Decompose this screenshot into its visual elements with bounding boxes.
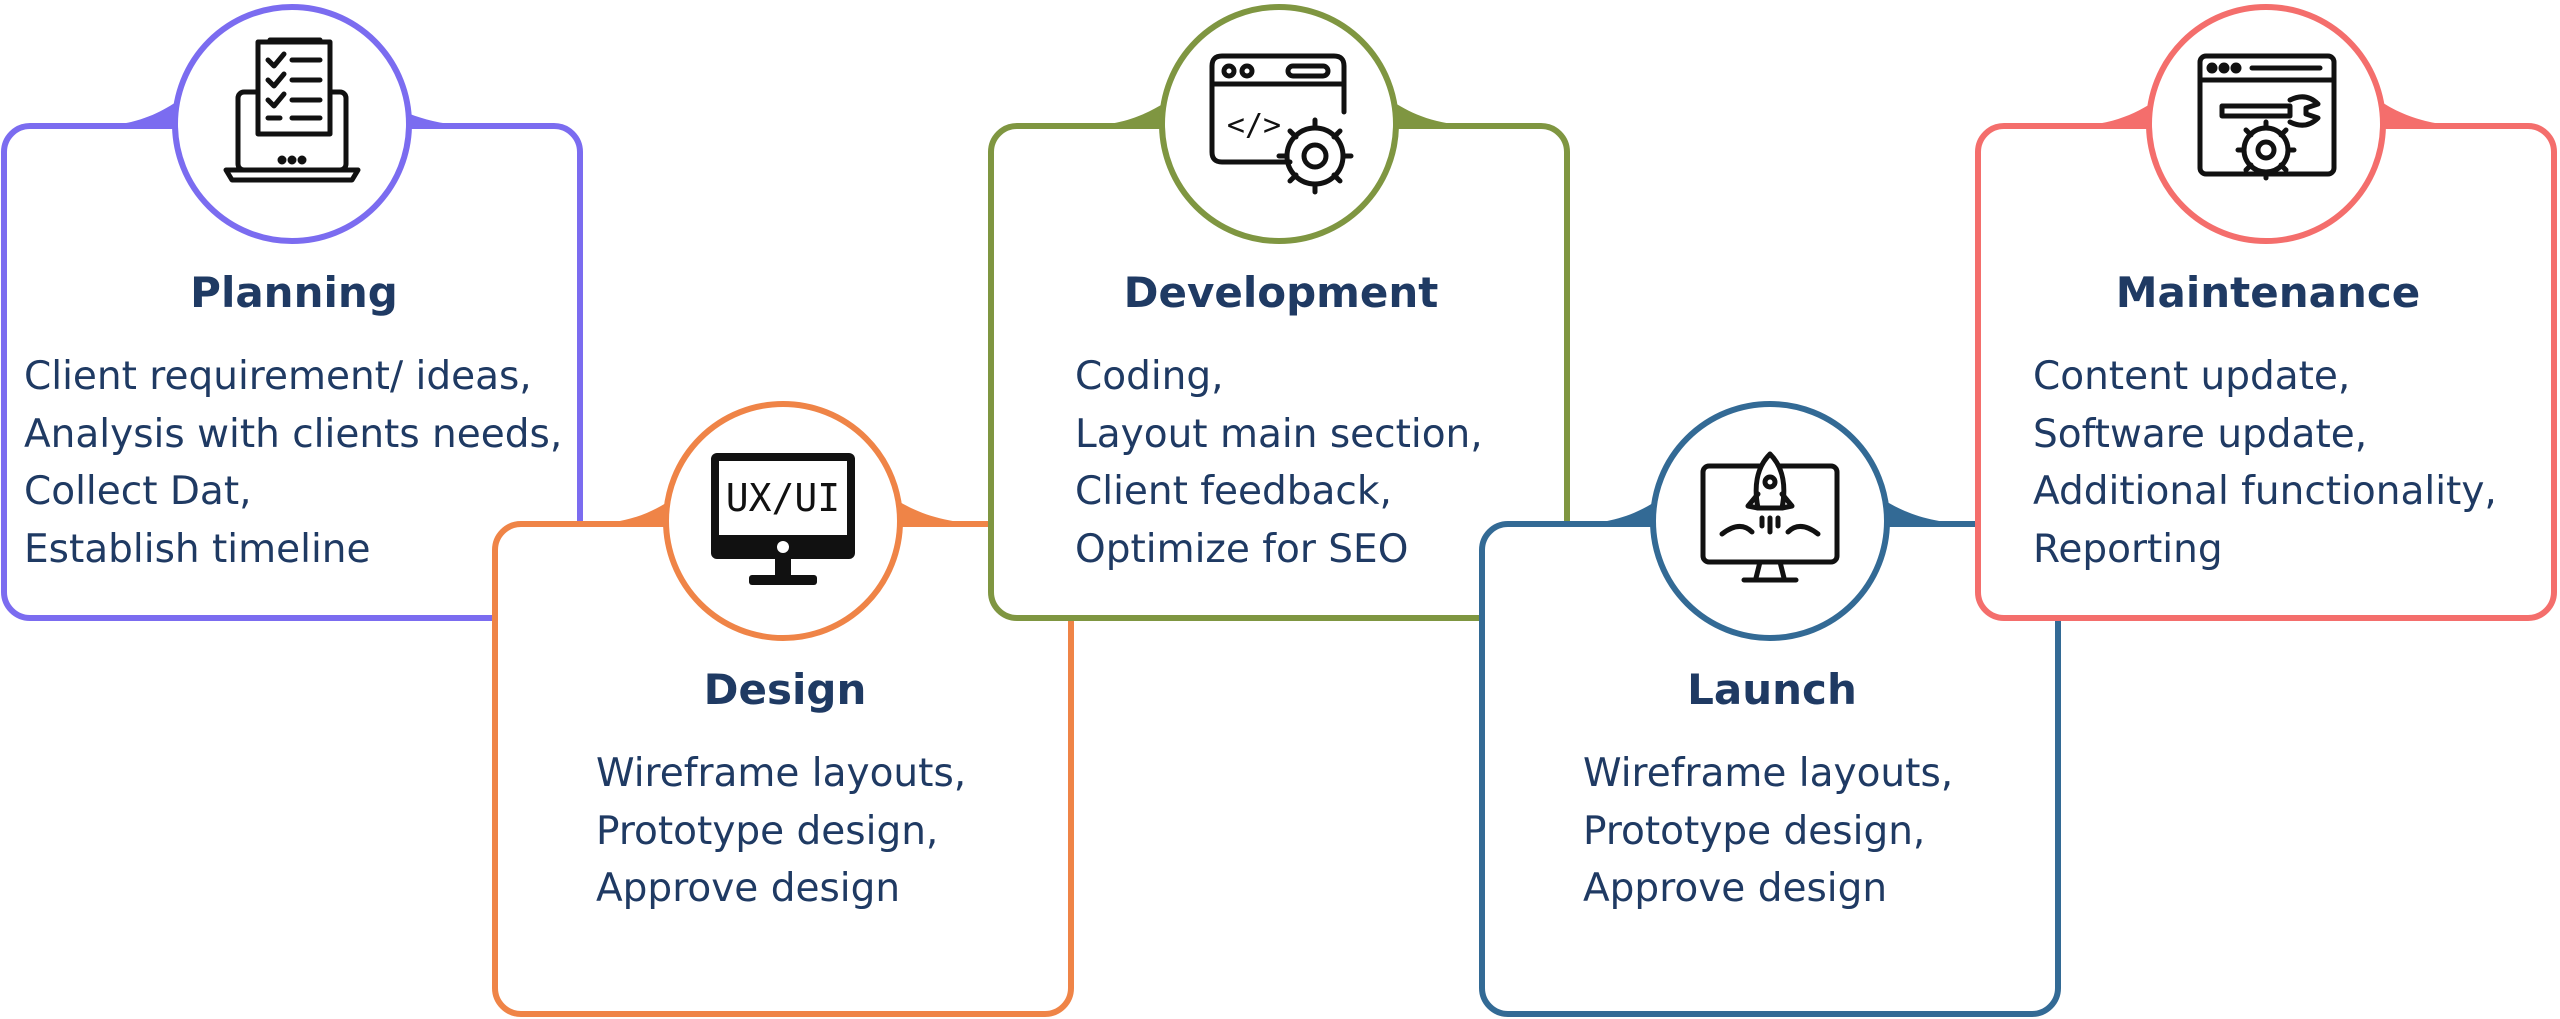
development-title: Development: [1123, 268, 1439, 317]
planning-title: Planning: [190, 268, 398, 317]
design-line: Wireframe layouts,: [596, 751, 967, 796]
development-line: Layout main section,: [1075, 411, 1483, 457]
code-label: </>: [1227, 108, 1281, 143]
rocket-monitor-icon: [1700, 451, 1840, 583]
launch-title: Launch: [1687, 665, 1857, 714]
design-details: Wireframe layouts, Prototype design, App…: [596, 745, 966, 918]
maintenance-details: Content update, Software update, Additio…: [2033, 348, 2497, 578]
ux-ui-monitor-icon: UX/UI: [711, 453, 855, 585]
design-line: Approve design: [596, 866, 901, 911]
code-window-gear-icon: </>: [1209, 53, 1354, 195]
checklist-laptop-icon: [223, 37, 361, 183]
launch-line: Prototype design,: [1583, 808, 1926, 854]
launch-line: Approve design: [1583, 866, 1888, 911]
planning-line: Collect Dat,: [24, 469, 252, 514]
maintenance-line: Reporting: [2033, 526, 2223, 572]
ux-ui-label: UX/UI: [726, 476, 840, 520]
maintenance-title: Maintenance: [2115, 268, 2421, 317]
browser-wrench-gear-icon: [2197, 53, 2337, 181]
development-line: Coding,: [1075, 354, 1224, 399]
design-title: Design: [703, 665, 867, 714]
development-line: Client feedback,: [1075, 469, 1392, 514]
maintenance-line: Content update,: [2033, 354, 2351, 399]
planning-line: Client requirement/ ideas,: [24, 354, 532, 399]
planning-details: Client requirement/ ideas, Analysis with…: [24, 348, 562, 578]
development-line: Optimize for SEO: [1075, 526, 1409, 572]
planning-line: Analysis with clients needs,: [24, 411, 563, 457]
design-line: Prototype design,: [596, 808, 939, 854]
maintenance-line: Additional functionality,: [2033, 469, 2497, 514]
launch-details: Wireframe layouts, Prototype design, App…: [1583, 745, 1953, 918]
launch-line: Wireframe layouts,: [1583, 751, 1954, 796]
development-details: Coding, Layout main section, Client feed…: [1075, 348, 1483, 578]
planning-line: Establish timeline: [24, 526, 371, 572]
maintenance-line: Software update,: [2033, 411, 2368, 457]
development-icon-circle: [1159, 4, 1399, 244]
